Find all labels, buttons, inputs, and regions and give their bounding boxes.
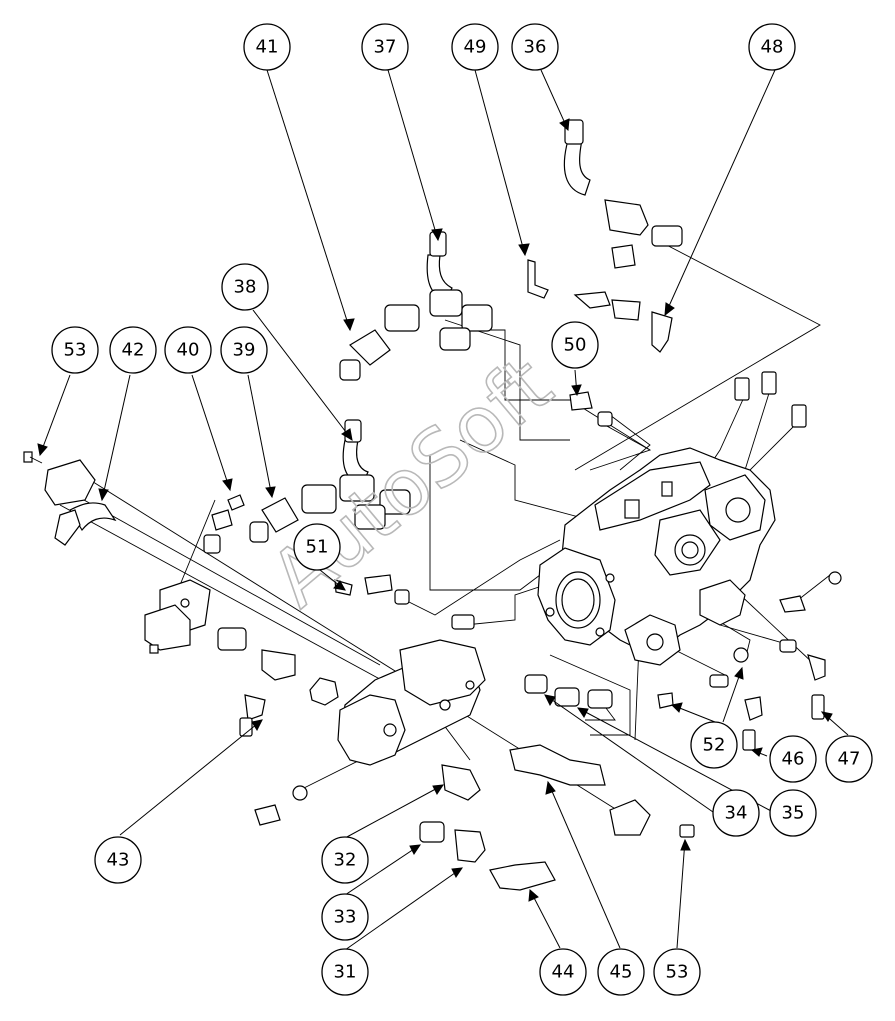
- svg-text:35: 35: [782, 803, 805, 824]
- svg-text:40: 40: [177, 340, 200, 361]
- svg-text:50: 50: [564, 335, 587, 356]
- callout-39: 39: [220, 326, 268, 374]
- fittings: [23, 119, 842, 891]
- callout-50: 50: [551, 321, 599, 369]
- svg-text:39: 39: [233, 340, 256, 361]
- svg-text:43: 43: [107, 850, 130, 871]
- watermark: AutoSoft: [254, 340, 568, 624]
- svg-text:34: 34: [725, 803, 748, 824]
- callout-32: 32: [321, 836, 369, 884]
- svg-text:53: 53: [64, 340, 87, 361]
- svg-text:48: 48: [761, 37, 784, 58]
- svg-text:51: 51: [306, 537, 329, 558]
- main-pump-body: [537, 447, 776, 666]
- callout-43: 43: [94, 836, 142, 884]
- callout-38: 38: [221, 263, 269, 311]
- svg-text:37: 37: [374, 37, 397, 58]
- svg-text:52: 52: [703, 735, 726, 756]
- valve-block: [144, 579, 211, 654]
- svg-text:44: 44: [552, 962, 575, 983]
- svg-text:46: 46: [782, 749, 805, 770]
- callout-49: 49: [451, 23, 499, 71]
- callout-44: 44: [539, 948, 587, 996]
- svg-text:32: 32: [334, 850, 357, 871]
- svg-text:41: 41: [256, 37, 279, 58]
- callout-33: 33: [321, 893, 369, 941]
- callout-47: 47: [825, 735, 873, 783]
- callouts: 41 37 49 36 48 38 53 42 40 39 50 51 43 3…: [51, 23, 873, 996]
- svg-text:53: 53: [666, 962, 689, 983]
- callout-37: 37: [361, 23, 409, 71]
- callout-45: 45: [597, 948, 645, 996]
- gear-pump: [309, 639, 486, 766]
- svg-text:33: 33: [334, 907, 357, 928]
- callout-36: 36: [511, 23, 559, 71]
- svg-text:47: 47: [838, 749, 861, 770]
- callout-53-top: 53: [51, 326, 99, 374]
- svg-text:38: 38: [234, 277, 257, 298]
- svg-text:31: 31: [334, 962, 357, 983]
- callout-52: 52: [690, 721, 738, 769]
- callout-41: 41: [243, 23, 291, 71]
- callout-51: 51: [293, 523, 341, 571]
- callout-34: 34: [712, 789, 760, 837]
- svg-text:36: 36: [524, 37, 547, 58]
- svg-text:42: 42: [122, 340, 145, 361]
- callout-35: 35: [769, 789, 817, 837]
- callout-40: 40: [164, 326, 212, 374]
- leader-lines: [37, 69, 849, 951]
- svg-text:49: 49: [464, 37, 487, 58]
- callout-53-bottom: 53: [653, 948, 701, 996]
- callout-42: 42: [109, 326, 157, 374]
- callout-48: 48: [748, 23, 796, 71]
- callout-31: 31: [321, 948, 369, 996]
- callout-46: 46: [769, 735, 817, 783]
- svg-text:45: 45: [610, 962, 633, 983]
